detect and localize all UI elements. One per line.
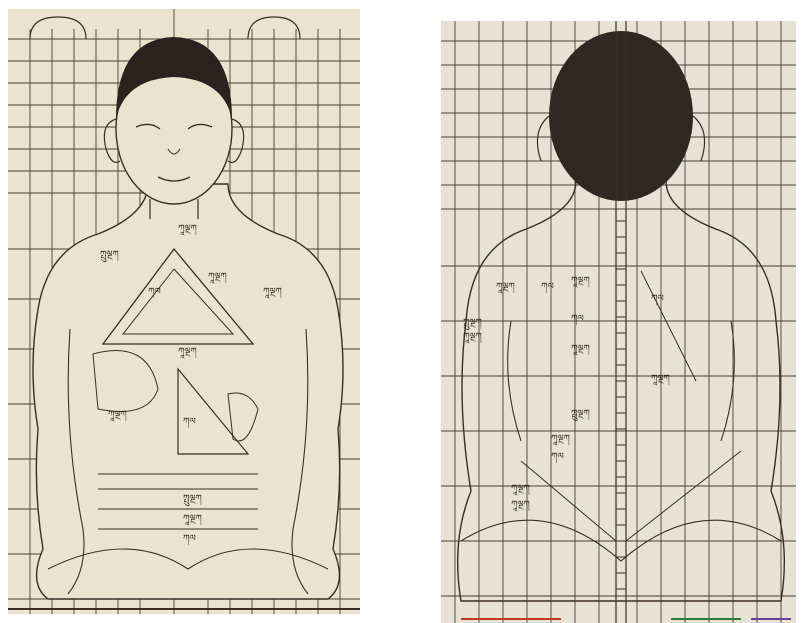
right-scapula-line <box>721 321 734 441</box>
diagonal-line-a <box>641 271 696 381</box>
svg-text:ཀྤུལྔཀ: ཀྤུལྔཀ <box>571 409 590 422</box>
svg-text:ཀཱལྔཀ: ཀཱལྔཀ <box>571 276 590 288</box>
diagonal-lines-b <box>521 451 741 541</box>
front-view-drawing: ཀཱལྔཀ ཀྤུལྔཀ ཀལ ཀཱལྔཀ ཀཱལྔཀ ཀཱལྔཀ ཀཱལྔཀ … <box>8 9 360 614</box>
back-outline <box>458 181 785 601</box>
svg-text:ཀཱལྔཀ: ཀཱལྔཀ <box>651 374 670 386</box>
annotation-marks: ཀཱལྔཀ ཀལ ཀཱལྔཀ ཀྤུལྔཀ ཀཱལྔཀ ཀལ ཀཱལྔཀ ཀལ … <box>463 276 670 512</box>
top-left-arch <box>30 17 86 39</box>
svg-text:ཀལ: ཀལ <box>571 314 584 326</box>
left-scapula-line <box>508 321 521 441</box>
svg-text:ཀལ: ཀལ <box>551 452 564 464</box>
hair-back <box>549 31 693 201</box>
svg-text:ཀཱལྔཀ: ཀཱལྔཀ <box>496 282 515 294</box>
svg-text:ཀཱལྔཀ: ཀཱལྔཀ <box>551 434 570 446</box>
front-view-chart: ཀཱལྔཀ ཀྤུལྔཀ ཀལ ཀཱལྔཀ ཀཱལྔཀ ཀཱལྔཀ ཀཱལྔཀ … <box>8 9 360 614</box>
back-view-chart: ཀཱལྔཀ ཀལ ཀཱལྔཀ ཀྤུལྔཀ ཀཱལྔཀ ཀལ ཀཱལྔཀ ཀལ … <box>441 21 796 623</box>
svg-text:ཀཱལྔཀ: ཀཱལྔཀ <box>571 344 590 356</box>
back-view-drawing: ཀཱལྔཀ ཀལ ཀཱལྔཀ ཀྤུལྔཀ ཀཱལྔཀ ཀལ ཀཱལྔཀ ཀལ … <box>441 21 796 623</box>
svg-text:ཀལ: ཀལ <box>541 282 554 294</box>
